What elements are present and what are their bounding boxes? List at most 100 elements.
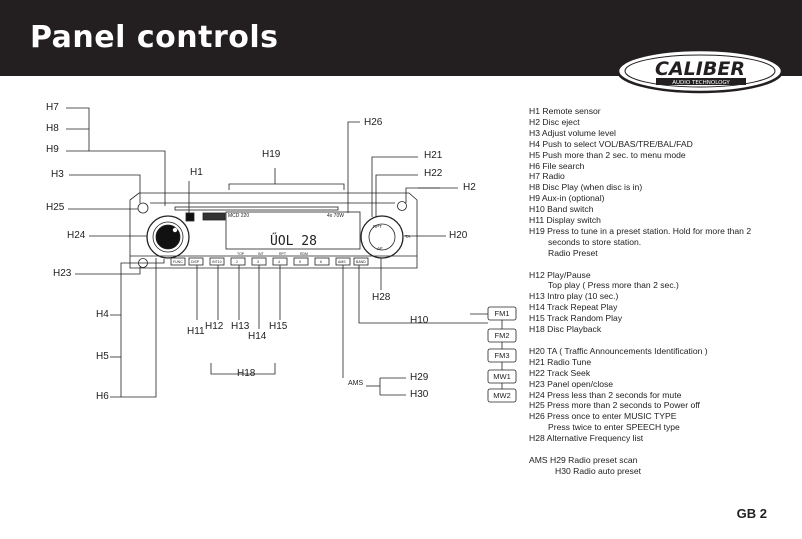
description-line: H22 Track Seek xyxy=(529,367,591,378)
lcd-display xyxy=(225,211,361,250)
description-line: H3 Adjust volume level xyxy=(529,127,616,138)
radio-faceplate xyxy=(129,192,418,269)
description-line: H4 Push to select VOL/BAS/TRE/BAL/FAD xyxy=(529,138,693,149)
small-button-5: 5 xyxy=(299,260,301,264)
description-line: Press twice to enter SPEECH type xyxy=(548,422,680,433)
callout-ams: AMS xyxy=(348,380,364,387)
small-button-6: 6 xyxy=(320,260,322,264)
band-mw2: MW2 xyxy=(493,391,511,400)
description-line: H13 Intro play (10 sec.) xyxy=(529,291,619,302)
callout-h7: H7 xyxy=(46,102,59,113)
page-title: Panel controls xyxy=(30,20,279,55)
small-button-disp: DISP xyxy=(191,260,200,264)
callout-h14: H14 xyxy=(248,331,267,342)
callout-h29: H29 xyxy=(410,372,429,383)
callout-h20: H20 xyxy=(449,230,468,241)
logo-tagline: AUDIO TECHNOLOGY xyxy=(672,80,730,86)
caption-rpt: RPT xyxy=(279,252,287,256)
callout-h1: H1 xyxy=(190,167,203,178)
callout-h9: H9 xyxy=(46,144,59,155)
logo-brand: CALIBER xyxy=(655,58,745,80)
remote-sensor xyxy=(185,212,195,222)
tune-knob xyxy=(360,215,404,259)
callout-h12: H12 xyxy=(205,321,224,332)
small-button-ams: AMS xyxy=(338,260,346,264)
device-model: MCD 220 xyxy=(228,213,249,219)
description-line: H26 Press once to enter MUSIC TYPE xyxy=(529,411,677,422)
band-fm2: FM2 xyxy=(495,331,510,340)
description-line: H21 Radio Tune xyxy=(529,356,592,367)
description-line: H23 Panel open/close xyxy=(529,378,614,389)
device-power: 4x 70W xyxy=(327,213,344,219)
callout-h26: H26 xyxy=(364,117,383,128)
callout-h11: H11 xyxy=(187,326,205,337)
description-line: H7 Radio xyxy=(529,171,565,182)
description-line xyxy=(529,259,799,270)
caption-top: TOP xyxy=(237,252,245,256)
callout-h28: H28 xyxy=(372,292,391,303)
description-line: H30 Radio auto preset xyxy=(555,465,641,476)
description-line: H5 Push more than 2 sec. to menu mode xyxy=(529,149,686,160)
knob-label-af: AF xyxy=(377,246,383,251)
small-button-int10: INT10 xyxy=(212,260,222,264)
small-button-band: BAND xyxy=(356,260,366,264)
description-line: H11 Display switch xyxy=(529,215,601,226)
callout-h4: H4 xyxy=(96,309,109,320)
callout-h6: H6 xyxy=(96,391,109,402)
description-line: H10 Band switch xyxy=(529,204,594,215)
knob-label-ta: TA xyxy=(405,234,410,239)
description-line: H25 Press more than 2 seconds to Power o… xyxy=(529,400,700,411)
callout-h3: H3 xyxy=(51,169,64,180)
callout-h5: H5 xyxy=(96,351,109,362)
eject-icon xyxy=(397,201,407,211)
caption-int: INT xyxy=(258,252,265,256)
callout-h10: H10 xyxy=(410,315,429,326)
callout-h15: H15 xyxy=(269,321,288,332)
description-line: H24 Press less than 2 seconds for mute xyxy=(529,389,682,400)
page-header: Panel controls xyxy=(0,0,802,76)
description-line: H9 Aux-in (optional) xyxy=(529,193,605,204)
small-button-3: 3 xyxy=(257,260,259,264)
callout-h19: H19 xyxy=(262,149,281,160)
band-fm1: FM1 xyxy=(495,309,510,318)
disc-slot xyxy=(174,206,339,211)
caption-rdm: RDM xyxy=(300,252,308,256)
callout-h25: H25 xyxy=(46,202,65,213)
description-line: H20 TA ( Traffic Announcements Identific… xyxy=(529,345,708,356)
description-line: H8 Disc Play (when disc is in) xyxy=(529,182,643,193)
description-line xyxy=(529,444,799,455)
band-fm3: FM3 xyxy=(495,351,510,360)
callout-h24: H24 xyxy=(67,230,86,241)
callout-h30: H30 xyxy=(410,389,429,400)
description-line: H18 Disc Playback xyxy=(529,324,602,335)
volume-knob xyxy=(146,215,190,259)
callout-h21: H21 xyxy=(424,150,443,161)
callout-h8: H8 xyxy=(46,123,59,134)
power-icon xyxy=(137,202,149,214)
small-button-func: FUNC xyxy=(173,260,183,264)
description-line: H2 Disc eject xyxy=(529,116,580,127)
description-line: H6 File search xyxy=(529,160,585,171)
description-line: H15 Track Random Play xyxy=(529,313,623,324)
description-line: H14 Track Repeat Play xyxy=(529,302,618,313)
description-line: Radio Preset xyxy=(548,247,598,258)
device-display-text: ŰOL 28 xyxy=(270,233,317,249)
description-line: H12 Play/Pause xyxy=(529,269,591,280)
callout-h18: H18 xyxy=(237,368,256,379)
knob-label-rpt: RPT xyxy=(373,224,382,229)
description-line: H19 Press to tune in a preset station. H… xyxy=(529,225,752,236)
band-mw1: MW1 xyxy=(493,372,511,381)
description-line xyxy=(529,335,799,346)
callout-h22: H22 xyxy=(424,168,443,179)
page-number: GB 2 xyxy=(736,506,767,521)
callout-h13: H13 xyxy=(231,321,250,332)
callout-h23: H23 xyxy=(53,268,72,279)
description-line: H1 Remote sensor xyxy=(529,106,601,116)
callout-h2: H2 xyxy=(463,182,476,193)
description-line: seconds to store station. xyxy=(548,236,642,247)
description-line: AMS H29 Radio preset scan xyxy=(529,454,638,465)
small-button-2: 2 xyxy=(236,260,238,264)
small-button-4: 4 xyxy=(278,260,280,264)
